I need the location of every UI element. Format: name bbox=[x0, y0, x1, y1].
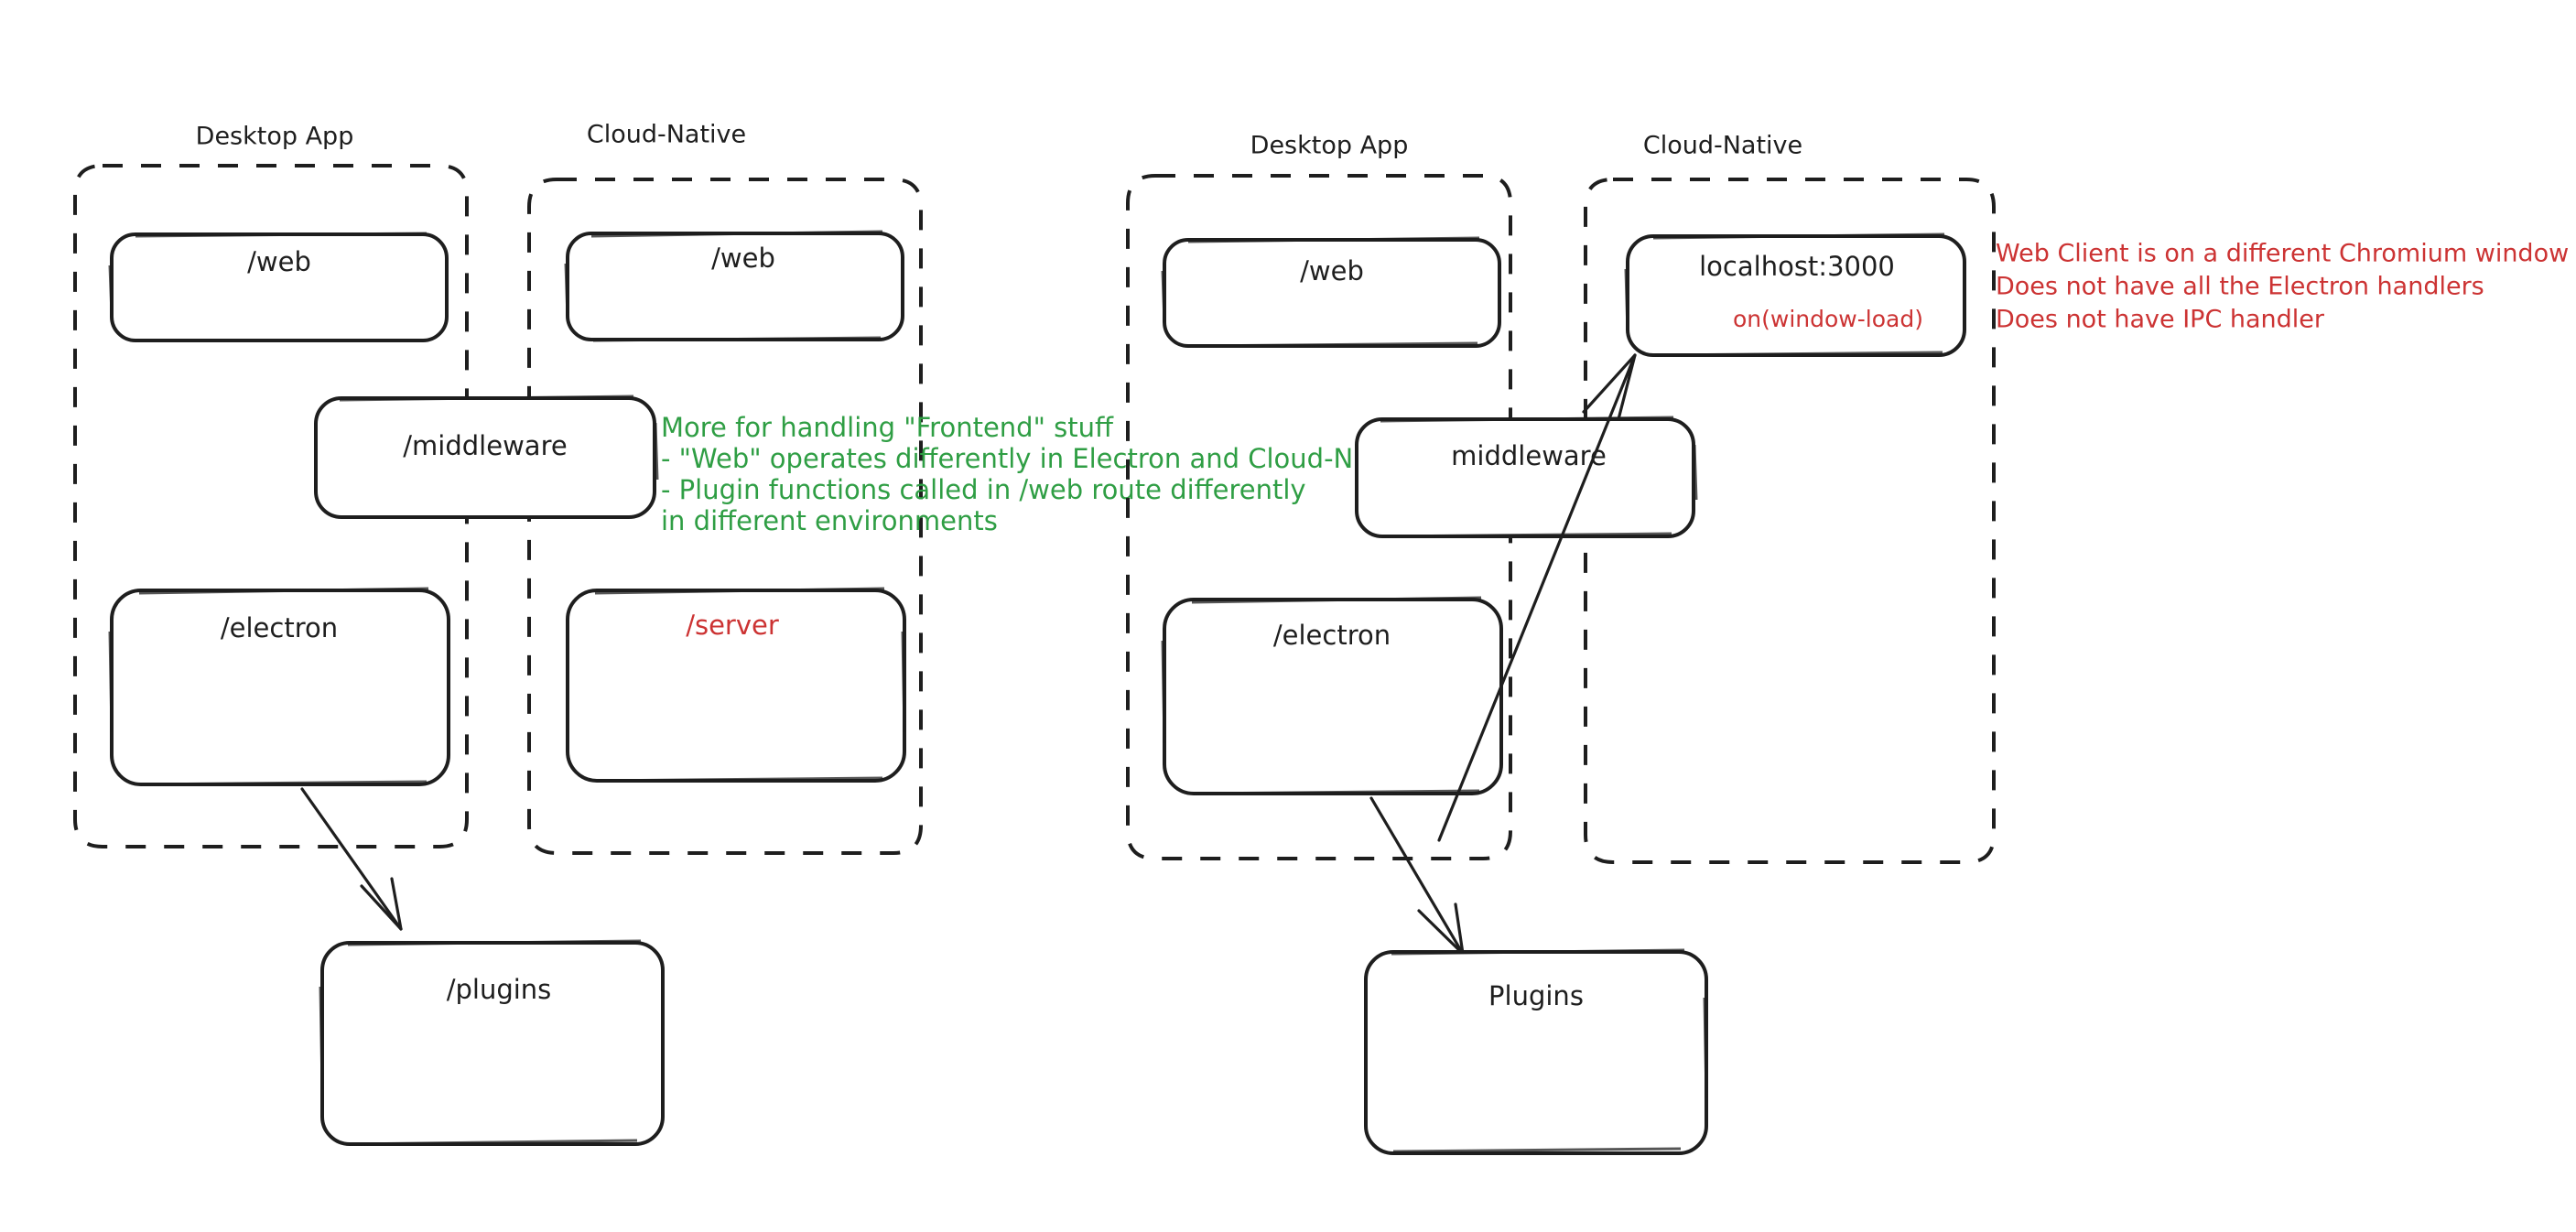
group-label-right-desktop: Desktop App bbox=[1250, 132, 1409, 160]
arrow-left-electron-to-plugins bbox=[300, 787, 403, 931]
box-left-plugins-sketchlines bbox=[319, 939, 642, 1146]
box-left-plugins-shape bbox=[320, 941, 665, 1146]
note-green: More for handling "Frontend" stuff - "We… bbox=[661, 412, 1419, 536]
arrow-left-shaft bbox=[300, 787, 403, 931]
note-green-line-4: in different environments bbox=[661, 505, 998, 536]
box-left-plugins[interactable]: /plugins bbox=[319, 939, 665, 1146]
group-outline-left-cloud bbox=[527, 178, 923, 855]
box-right-plugins-label: Plugins bbox=[1488, 980, 1584, 1011]
box-left-electron-label: /electron bbox=[221, 612, 338, 643]
box-left-server-label: /server bbox=[686, 610, 779, 641]
box-left-desktop-web[interactable]: /web bbox=[108, 232, 449, 342]
group-label-left-desktop: Desktop App bbox=[196, 123, 354, 151]
box-left-electron-sketchlines bbox=[108, 587, 429, 786]
box-right-localhost-label: localhost:3000 bbox=[1699, 251, 1895, 282]
note-red-line-3: Does not have IPC handler bbox=[1996, 306, 2325, 334]
box-right-desktop-web-label: /web bbox=[1300, 255, 1364, 286]
box-left-server-sketchlines bbox=[594, 587, 906, 783]
note-red-line-2: Does not have all the Electron handlers bbox=[1996, 273, 2484, 301]
right-panel: Desktop App Cloud-Native /web localhost:… bbox=[1126, 132, 2569, 1155]
group-left-desktop[interactable]: Desktop App bbox=[73, 123, 469, 848]
arrow-left-head bbox=[360, 877, 403, 931]
note-green-line-1: More for handling "Frontend" stuff bbox=[661, 412, 1114, 443]
box-left-cloud-web[interactable]: /web bbox=[564, 230, 904, 342]
arrow-right-electron-to-plugins bbox=[1369, 796, 1465, 956]
note-green-line-3: - Plugin functions called in /web route … bbox=[661, 474, 1306, 505]
box-left-electron[interactable]: /electron bbox=[108, 587, 450, 786]
note-red-line-1: Web Client is on a different Chromium wi… bbox=[1996, 240, 2569, 268]
note-green-line-2: - "Web" operates differently in Electron… bbox=[661, 443, 1419, 474]
box-left-server[interactable]: /server bbox=[566, 587, 906, 783]
box-left-desktop-web-label: /web bbox=[247, 246, 311, 277]
arrow-right-plugins-head bbox=[1417, 902, 1465, 956]
box-right-localhost-sketchlines bbox=[1624, 232, 1945, 357]
group-outline-right-desktop bbox=[1126, 174, 1512, 860]
box-right-plugins-sketchlines bbox=[1391, 948, 1708, 1153]
box-right-localhost[interactable]: localhost:3000 on(window-load) bbox=[1624, 232, 1966, 357]
box-right-electron-sketchlines bbox=[1161, 596, 1482, 795]
left-panel: Desktop App Cloud-Native /web /web bbox=[73, 121, 1419, 1146]
box-right-desktop-web[interactable]: /web bbox=[1161, 236, 1501, 348]
box-right-middleware-sketchlines bbox=[1380, 416, 1698, 538]
group-left-cloud[interactable]: Cloud-Native bbox=[527, 121, 923, 855]
box-left-cloud-web-sketchlines bbox=[564, 230, 883, 342]
box-left-plugins-label: /plugins bbox=[447, 974, 552, 1005]
box-right-middleware[interactable]: middleware bbox=[1355, 416, 1698, 538]
group-outline-left-desktop bbox=[73, 164, 469, 848]
box-right-middleware-shape bbox=[1355, 417, 1695, 538]
box-right-desktop-web-sketchlines bbox=[1161, 236, 1480, 348]
group-right-cloud[interactable]: Cloud-Native bbox=[1584, 132, 1996, 864]
box-left-cloud-web-label: /web bbox=[711, 243, 775, 274]
box-right-electron[interactable]: /electron bbox=[1161, 596, 1503, 795]
note-red: Web Client is on a different Chromium wi… bbox=[1996, 240, 2569, 334]
box-right-middleware-label: middleware bbox=[1451, 440, 1607, 471]
box-left-middleware[interactable]: /middleware bbox=[314, 394, 659, 519]
arrow-right-plugins-shaft bbox=[1369, 796, 1465, 956]
box-right-electron-label: /electron bbox=[1273, 620, 1391, 651]
arrow-right-localhost-head bbox=[1582, 353, 1637, 421]
box-left-desktop-web-sketchlines bbox=[108, 232, 428, 316]
box-left-middleware-sketchlines bbox=[339, 394, 659, 481]
group-label-right-cloud: Cloud-Native bbox=[1643, 132, 1802, 160]
arrow-right-electron-to-localhost bbox=[1437, 353, 1637, 842]
arrow-right-localhost-shaft bbox=[1437, 353, 1637, 842]
box-right-plugins[interactable]: Plugins bbox=[1364, 948, 1708, 1155]
group-right-desktop[interactable]: Desktop App bbox=[1126, 132, 1512, 860]
group-label-left-cloud: Cloud-Native bbox=[587, 121, 746, 149]
box-left-middleware-label: /middleware bbox=[403, 430, 567, 461]
box-right-localhost-sublabel: on(window-load) bbox=[1733, 306, 1923, 332]
